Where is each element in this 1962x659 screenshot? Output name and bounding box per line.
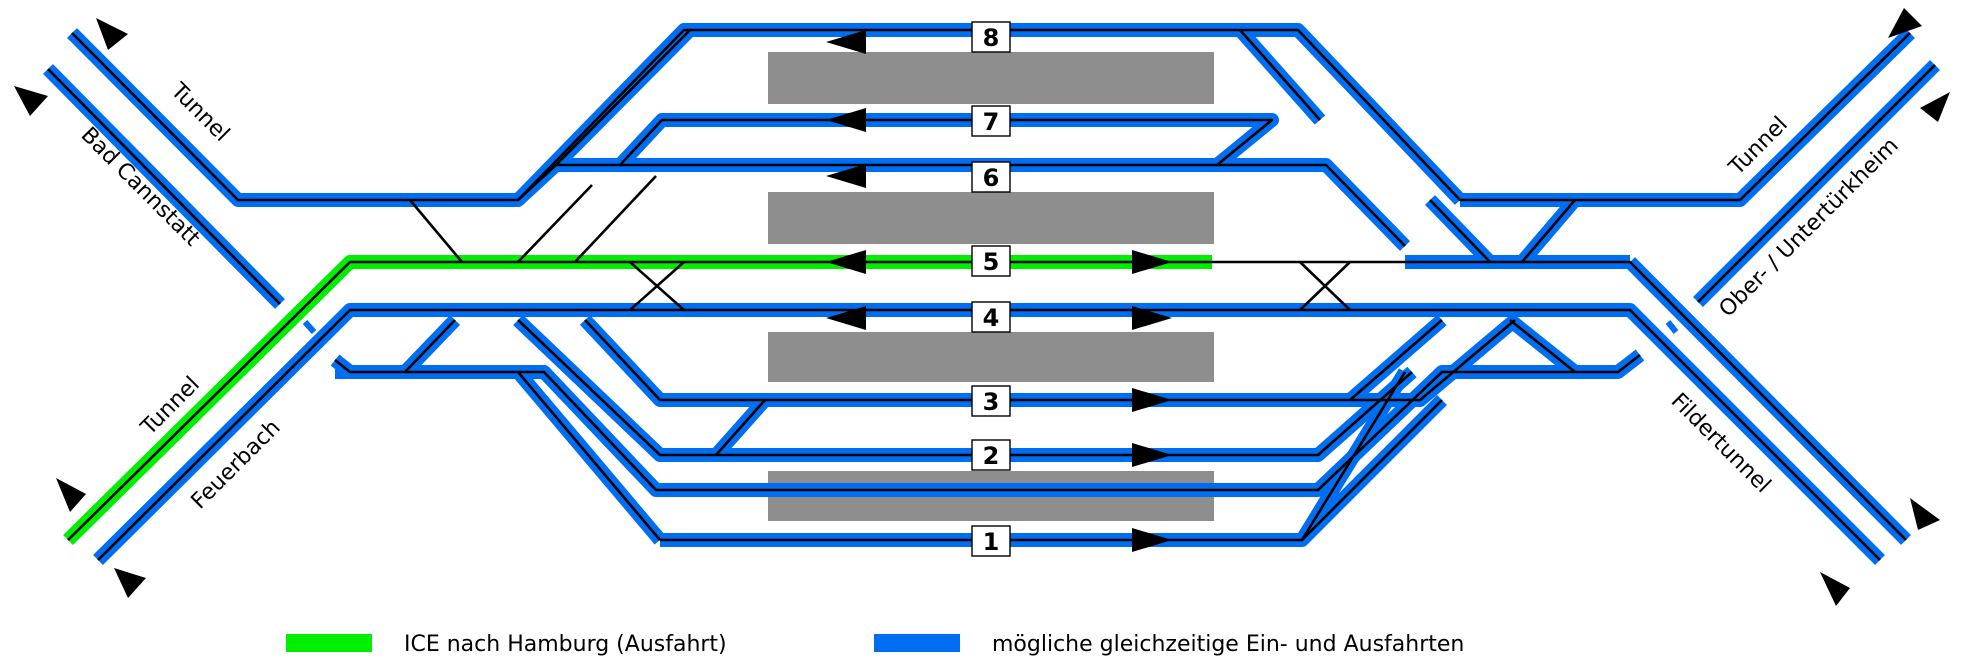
platform-tracks-3-4 xyxy=(768,332,1214,382)
portal-arrow-icon xyxy=(1910,498,1940,530)
track-number-3: 3 xyxy=(983,388,1000,416)
portal-arrow-icon xyxy=(96,18,128,50)
track-number-6: 6 xyxy=(983,164,1000,192)
arrow-right-icon xyxy=(1132,443,1172,467)
track-number-2: 2 xyxy=(983,442,1000,470)
arrow-left-icon xyxy=(826,306,866,330)
arrow-left-icon xyxy=(826,108,866,132)
arrow-left-icon xyxy=(826,250,866,274)
platform-tracks-5-6 xyxy=(768,192,1214,244)
platform-tracks-7-8 xyxy=(768,52,1214,104)
track-number-4: 4 xyxy=(983,304,1000,332)
arrow-right-icon xyxy=(1132,388,1172,412)
arrow-right-icon xyxy=(1132,306,1172,330)
track-number-7: 7 xyxy=(983,108,1000,136)
legend-label-ice: ICE nach Hamburg (Ausfahrt) xyxy=(404,632,727,657)
arrow-right-icon xyxy=(1132,250,1172,274)
portal-arrow-icon xyxy=(14,86,48,116)
portal-arrow-icon xyxy=(1920,92,1950,122)
portal-arrow-icon xyxy=(1820,572,1850,606)
track-number-5: 5 xyxy=(983,248,1000,276)
track-numbers: 8 7 6 5 4 3 2 1 xyxy=(971,21,1011,557)
portal-arrow-icon xyxy=(56,478,86,512)
legend-swatch-green xyxy=(286,634,372,652)
arrow-right-icon xyxy=(1132,528,1172,552)
route-tunnel-right-upper xyxy=(1460,28,1915,207)
legend-label-routes: mögliche gleichzeitige Ein- und Ausfahrt… xyxy=(992,632,1464,657)
track-number-8: 8 xyxy=(983,24,1000,52)
arrow-left-icon xyxy=(826,164,866,188)
direction-arrows xyxy=(826,30,1172,552)
portal-arrow-icon xyxy=(114,568,146,598)
legend: ICE nach Hamburg (Ausfahrt) mögliche gle… xyxy=(286,632,1464,657)
legend-swatch-blue xyxy=(874,634,960,652)
portal-arrows xyxy=(14,8,1950,606)
label-tunnel-right-top: Tunnel xyxy=(1724,112,1793,181)
portal-arrow-icon xyxy=(1888,8,1922,38)
platforms xyxy=(768,52,1214,521)
track-number-1: 1 xyxy=(983,528,1000,556)
arrow-left-icon xyxy=(826,30,866,54)
